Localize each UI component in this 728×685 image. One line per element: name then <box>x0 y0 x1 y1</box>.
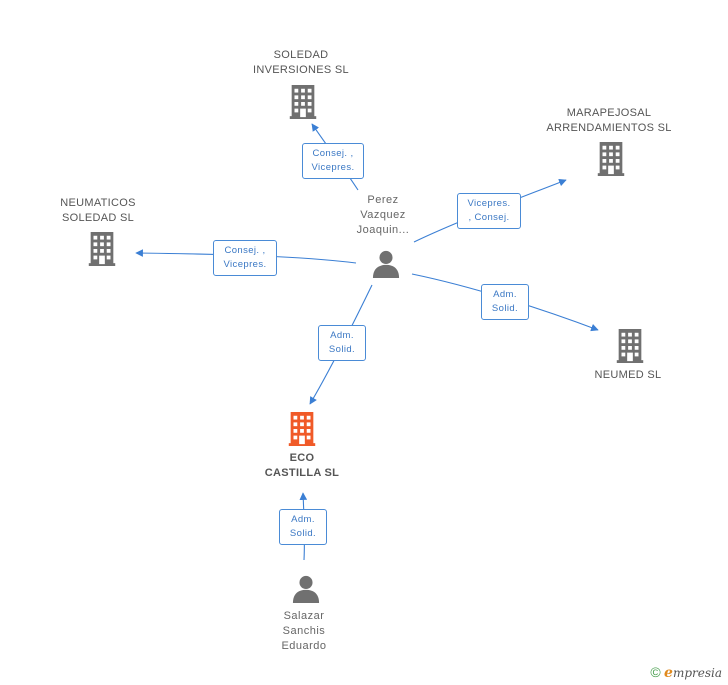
salazar-label[interactable]: Salazar Sanchis Eduardo <box>281 610 327 652</box>
salazar-person-icon[interactable] <box>292 575 320 603</box>
perez-label[interactable]: Perez Vazquez Joaquin... <box>356 194 410 236</box>
edge-label-salazar-eco: Adm. Solid. <box>279 509 327 545</box>
soledad-inversiones-label[interactable]: SOLEDAD INVERSIONES SL <box>253 49 349 76</box>
empresia-logo: empresia <box>664 665 722 681</box>
edges <box>135 123 599 561</box>
edge-label-perez-neumed: Adm. Solid. <box>481 284 529 320</box>
edge-label-perez-soledad-inversiones: Consej. , Vicepres. <box>302 143 364 179</box>
neumed-label[interactable]: NEUMED SL <box>594 369 662 381</box>
edge-label-perez-marapejosal: Vicepres. , Consej. <box>457 193 521 229</box>
marapejosal-label[interactable]: MARAPEJOSAL ARRENDAMIENTOS SL <box>546 107 672 134</box>
copyright-symbol: © <box>650 664 661 680</box>
empresia-watermark: © empresia <box>650 664 722 681</box>
marapejosal-building-icon[interactable] <box>597 142 625 176</box>
edge-label-perez-neumaticos: Consej. , Vicepres. <box>213 240 277 276</box>
eco-castilla-label[interactable]: ECO CASTILLA SL <box>264 452 340 479</box>
edge-label-perez-eco: Adm. Solid. <box>318 325 366 361</box>
eco-castilla-building-icon[interactable] <box>288 412 316 446</box>
neumed-building-icon[interactable] <box>616 329 644 363</box>
neumaticos-soledad-building-icon[interactable] <box>88 232 116 266</box>
soledad-inversiones-building-icon[interactable] <box>289 85 317 119</box>
neumaticos-soledad-label[interactable]: NEUMATICOS SOLEDAD SL <box>60 197 136 224</box>
perez-person-icon[interactable] <box>372 250 400 278</box>
